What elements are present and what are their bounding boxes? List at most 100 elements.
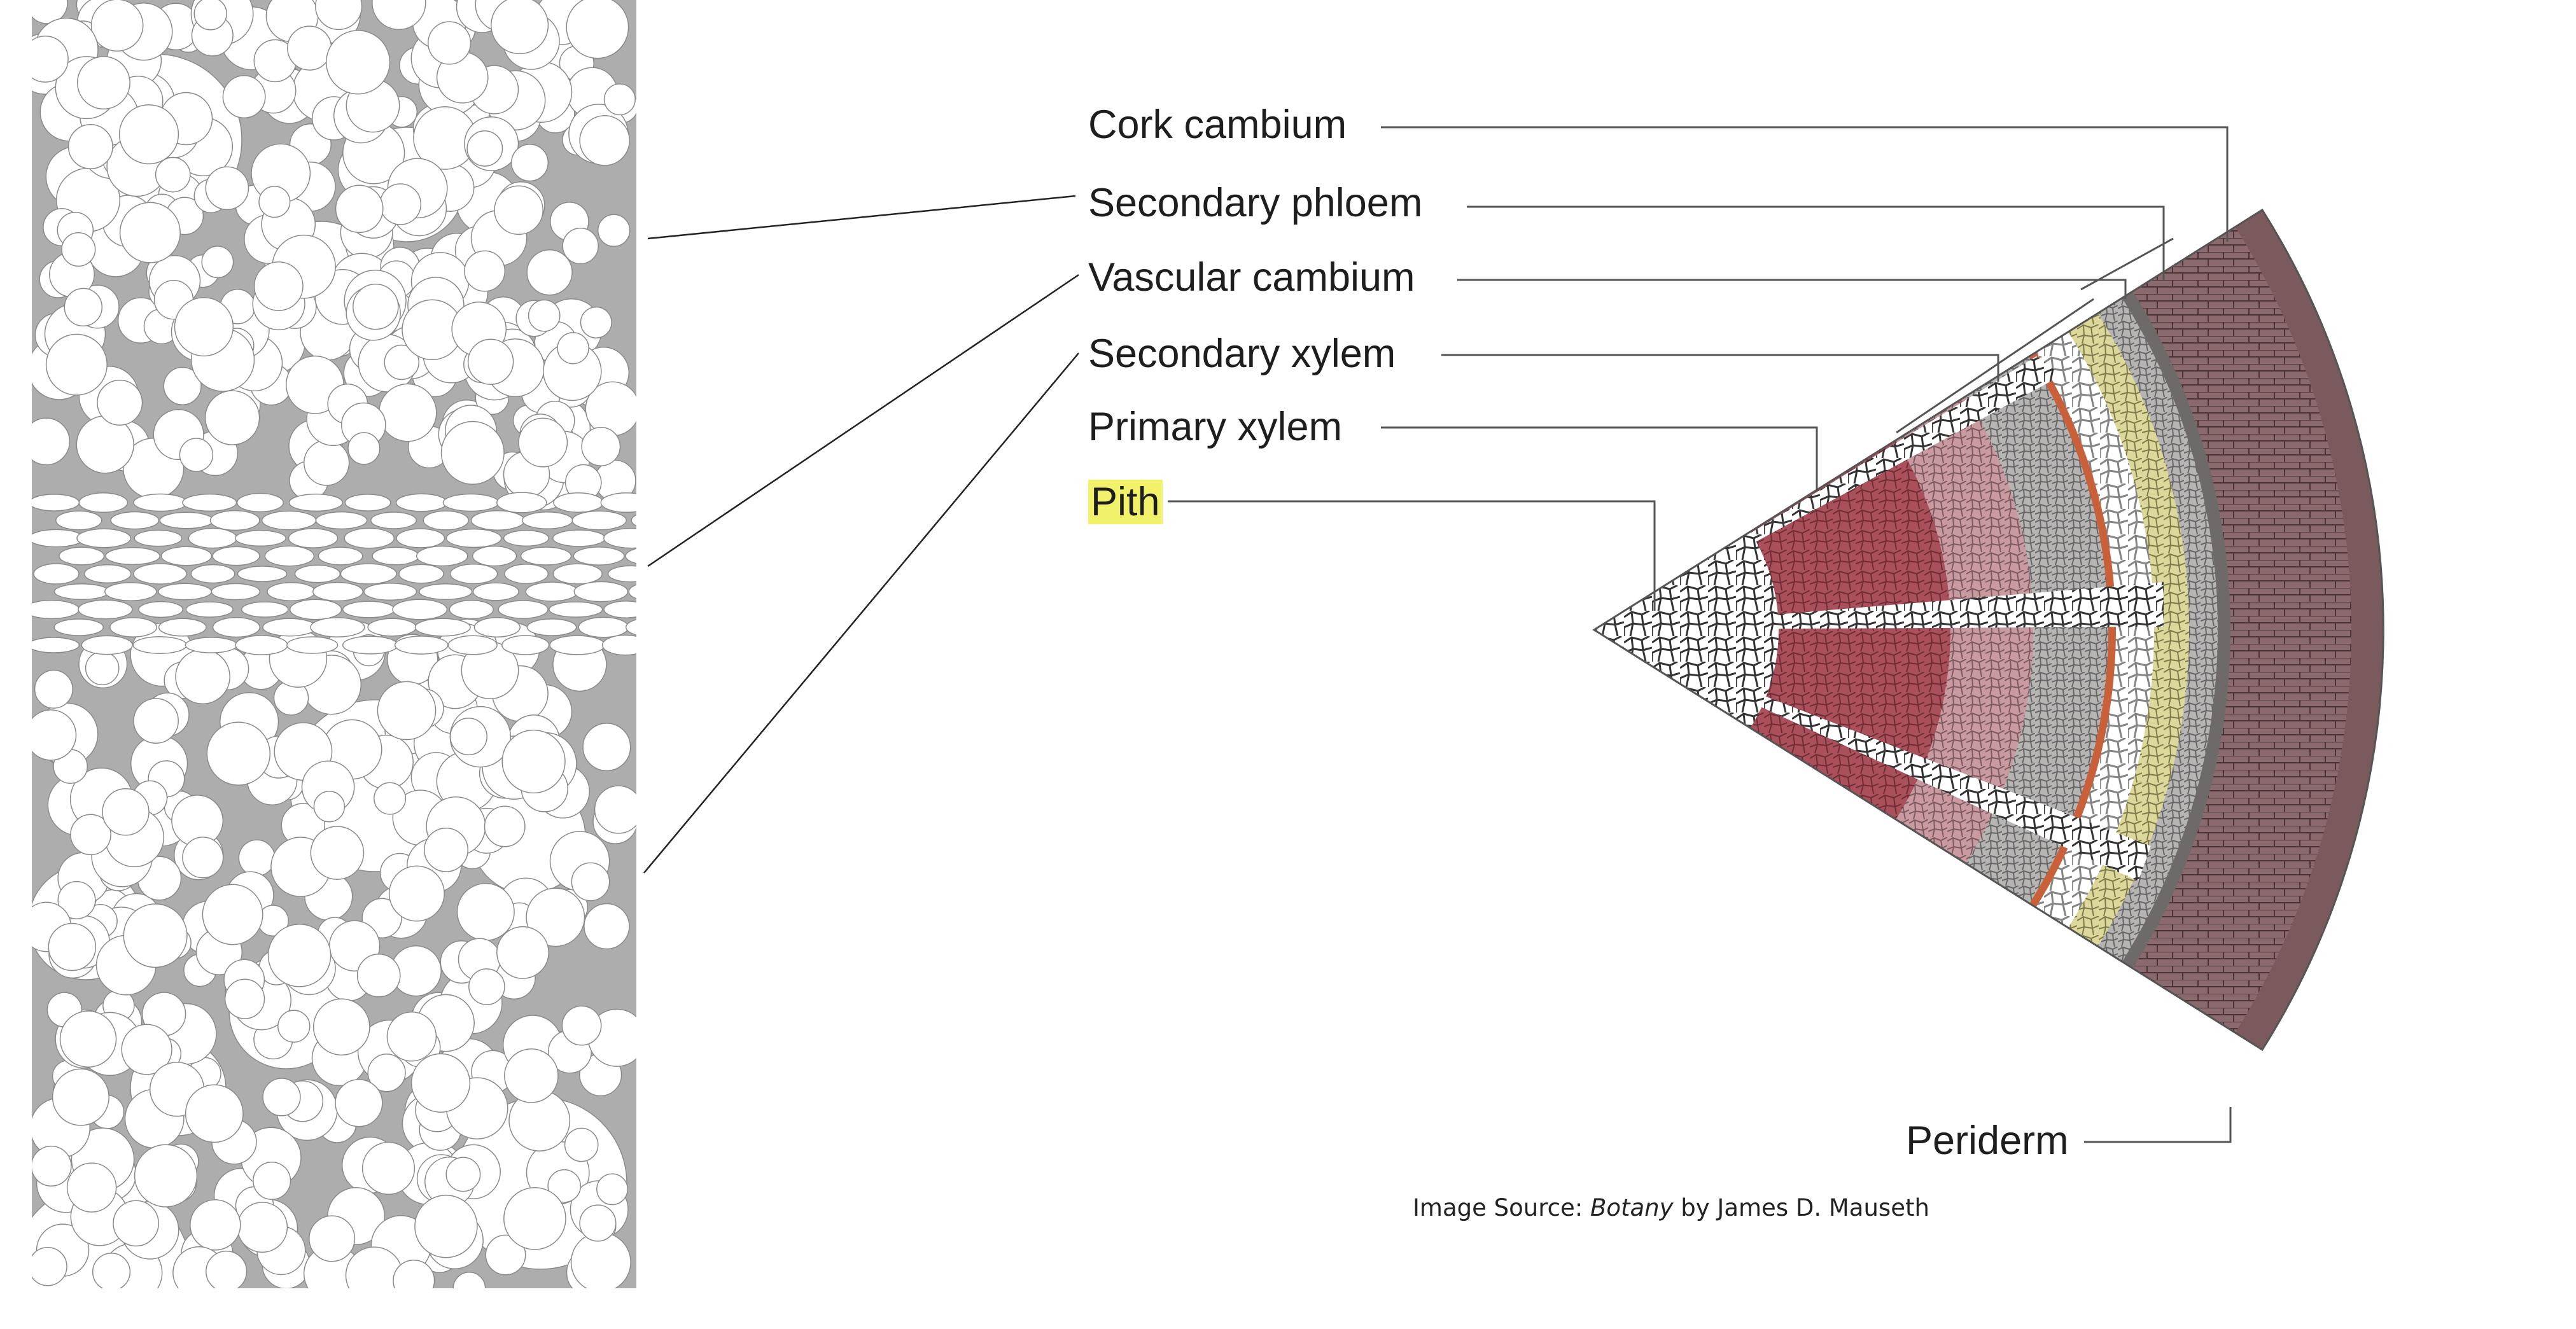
pore [325,30,391,95]
label-pith: Pith [1088,480,1163,524]
pore [396,528,445,548]
pore [182,837,224,879]
pore [335,184,384,233]
pore [294,564,341,583]
pore [485,1234,526,1276]
pore [504,1048,559,1103]
connector-top [647,195,1076,240]
pore [310,826,365,880]
pore [204,390,260,445]
caption-prefix: Image Source: [1413,1194,1590,1221]
pore [600,492,636,513]
pore [57,880,96,919]
pore [526,249,573,296]
pore [573,581,629,602]
pith-ray-3 [1594,356,2062,630]
pore [206,1250,248,1288]
pore [76,56,130,110]
pore [414,1195,478,1258]
pore [427,21,472,65]
pore [134,529,183,547]
pore [377,681,437,741]
pore [55,510,102,531]
pore [209,510,260,531]
pore [526,887,585,947]
pore [423,510,469,531]
pore [212,546,260,566]
pore [564,1127,599,1162]
wedge-outline [1592,208,2384,1052]
pore [201,246,234,279]
porous-structure-image [32,0,636,1288]
leader-secondary-xylem [1441,354,1999,382]
caption-suffix: by James D. Mauseth [1673,1194,1929,1221]
connector-middle [647,274,1079,567]
pore [447,635,498,655]
leader-cork-cambium [1381,126,2229,242]
pore [313,791,346,823]
pore [113,1200,159,1247]
pore [121,1024,172,1075]
pore [571,862,610,901]
pore [335,1079,383,1127]
pore [59,546,105,566]
pore [384,344,419,380]
pore [472,545,517,567]
pore [66,1162,117,1213]
pore [267,923,332,987]
pore [163,366,202,405]
leader-primary-xylem [1381,426,1818,490]
pore [310,617,365,637]
pore [32,1247,67,1286]
pore [526,618,577,636]
pore [236,492,284,513]
pore [123,903,188,968]
pore [561,1005,602,1046]
pore [32,417,71,466]
pore [32,36,69,83]
pore [445,1157,481,1192]
pore [467,338,514,385]
pore [32,0,68,24]
pore [182,493,237,512]
label-secondary-xylem: Secondary xylem [1088,331,1396,376]
pore [109,617,157,637]
pore [205,166,249,211]
pore [386,1012,437,1062]
label-periderm: Periderm [1906,1118,2069,1163]
pore [262,1078,301,1117]
pore [206,721,271,786]
pore [393,1259,435,1288]
pore [452,1272,486,1288]
pore [520,546,572,566]
pore [32,1145,72,1186]
pore [625,548,636,564]
pore [584,903,630,950]
pore [464,250,506,292]
pore [288,493,343,512]
pore [557,331,589,365]
leader-lines [1168,126,2232,1143]
leader-secondary-phloem [1467,205,2165,280]
pore [222,75,266,119]
pore [603,527,636,549]
pore [81,635,133,655]
pore [473,617,521,637]
pore [363,582,417,601]
pore [277,1010,311,1043]
connector-bottom [643,352,1079,873]
pith-ray-2 [1594,630,2151,881]
pore [315,0,363,31]
pore [110,511,160,530]
caption-book-title: Botany [1590,1194,1674,1221]
pore [289,599,342,620]
pore [179,438,214,472]
pore [118,104,179,165]
pore [48,922,97,971]
pore [344,494,391,511]
pore [32,637,80,653]
pore [484,805,526,847]
pore [59,1010,117,1068]
pore [549,601,603,618]
pore [410,1053,471,1113]
